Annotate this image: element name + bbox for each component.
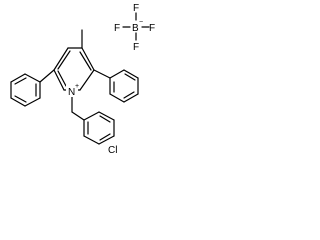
chlorine-label: Cl: [108, 145, 117, 155]
bond: [123, 69, 139, 79]
bond: [109, 69, 125, 79]
molecule-diagram: N + Cl B − F F F F: [10, 3, 155, 155]
bond: [24, 73, 41, 83]
fluorine-top-label: F: [133, 3, 139, 14]
bond-c6-c5: [53, 47, 69, 71]
chlorobenzyl-group: [71, 93, 115, 145]
nitrogen-charge: +: [75, 83, 79, 90]
bond-double: [99, 115, 111, 123]
bond: [10, 97, 26, 107]
bond-c3-n: [79, 69, 95, 91]
tetrafluoroborate: [122, 12, 150, 41]
bond: [109, 93, 125, 103]
bond: [83, 135, 100, 145]
pyridinium-ring: [53, 29, 95, 91]
bond-double: [14, 95, 27, 103]
nitrogen-label-bg: [66, 85, 78, 97]
bond-double: [123, 91, 135, 99]
fluorine-bottom-label: F: [133, 42, 139, 53]
bond-double: [99, 133, 111, 141]
right-phenyl-ring: [93, 69, 139, 103]
bond: [10, 73, 26, 83]
bond-double: [124, 73, 136, 81]
bond-c2-c6-double: [57, 70, 67, 87]
bond-c2-c6: [53, 69, 65, 91]
bond: [83, 111, 100, 121]
boron-charge: −: [139, 19, 143, 26]
nitrogen-label: N: [68, 87, 75, 98]
bond: [24, 97, 41, 107]
left-phenyl-ring: [10, 69, 55, 107]
bond-c6-c5-double: [57, 50, 71, 70]
boron-label: B: [132, 23, 139, 34]
bond: [123, 93, 139, 103]
fluorine-left-label: F: [114, 23, 120, 34]
bond-c4-c3-double: [79, 51, 92, 71]
bond-ring-right-phenyl: [93, 69, 111, 79]
bond: [98, 111, 115, 121]
fluorine-right-label: F: [149, 23, 155, 34]
bond-ring-left-phenyl: [39, 69, 55, 83]
bond: [98, 135, 115, 145]
bond-c4-c3: [81, 47, 95, 71]
bond-ch2-ring: [71, 111, 85, 121]
bond-double: [14, 77, 27, 85]
